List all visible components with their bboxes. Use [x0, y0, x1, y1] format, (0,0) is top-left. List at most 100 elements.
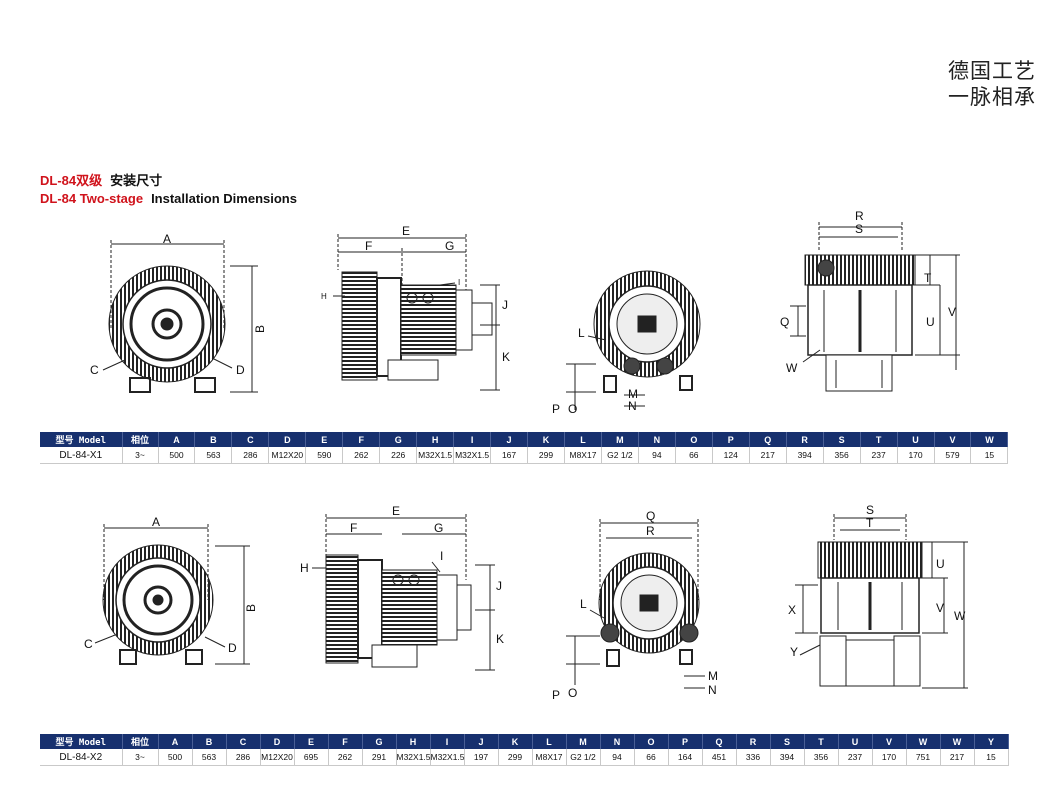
- label-t-1: T: [924, 271, 932, 285]
- header-w: W: [970, 432, 1009, 447]
- label-j-2: J: [496, 579, 502, 593]
- label-h-2: H: [300, 561, 309, 575]
- cell-value: 15: [970, 447, 1009, 464]
- header-k: K: [498, 734, 533, 749]
- header-w: W: [940, 734, 975, 749]
- label-e-2: E: [392, 504, 400, 518]
- header-s: S: [823, 432, 861, 447]
- cell-value: 226: [379, 447, 418, 464]
- label-b-2: B: [244, 604, 258, 612]
- cell-value: 590: [305, 447, 344, 464]
- front-view-1: [102, 240, 258, 393]
- header-b: B: [194, 432, 233, 447]
- cell-value: 94: [600, 749, 635, 766]
- header-u: U: [838, 734, 873, 749]
- cell-value: 237: [838, 749, 873, 766]
- cell-model: DL-84-X1: [40, 447, 123, 464]
- slogan: 德国工艺 一脉相承: [948, 58, 1036, 110]
- header-t: T: [860, 432, 898, 447]
- cell-value: 170: [897, 447, 935, 464]
- header-q: Q: [702, 734, 737, 749]
- header-d: D: [260, 734, 295, 749]
- header-c: C: [231, 432, 270, 447]
- header-相位: 相位: [122, 734, 159, 749]
- cell-value: 286: [226, 749, 261, 766]
- label-w-1: W: [786, 361, 798, 375]
- cell-value: 94: [638, 447, 676, 464]
- label-s-2: S: [866, 503, 874, 517]
- cell-value: 197: [464, 749, 499, 766]
- header-k: K: [527, 432, 565, 447]
- label-i-2: I: [440, 549, 443, 563]
- cell-value: 217: [749, 447, 787, 464]
- cell-value: M12X20: [268, 447, 307, 464]
- header-c: C: [226, 734, 261, 749]
- label-f-2: F: [350, 521, 357, 535]
- label-g-2: G: [434, 521, 443, 535]
- title-en-model: DL-84 Two-stage: [40, 191, 144, 206]
- cell-value: 3~: [122, 749, 159, 766]
- header-d: D: [268, 432, 307, 447]
- header-j: J: [490, 432, 529, 447]
- label-q-1: Q: [780, 315, 789, 329]
- header-w: W: [906, 734, 941, 749]
- cell-value: 66: [634, 749, 669, 766]
- label-a-1: A: [163, 232, 171, 246]
- header-t: T: [804, 734, 839, 749]
- cell-value: 3~: [122, 447, 159, 464]
- label-v-1: V: [948, 305, 956, 319]
- header-j: J: [464, 734, 499, 749]
- cell-value: M32X1.5: [416, 447, 455, 464]
- label-c-2: C: [84, 637, 93, 651]
- label-r-1: R: [855, 209, 864, 223]
- side-view-2: [312, 514, 495, 671]
- header-o: O: [675, 432, 713, 447]
- header-o: O: [634, 734, 669, 749]
- cell-value: 394: [786, 447, 824, 464]
- label-r-2: R: [646, 524, 655, 538]
- label-k-2: K: [496, 632, 504, 646]
- top-view-2: [795, 514, 968, 689]
- inlet-view-1: [566, 270, 701, 410]
- cell-value: 15: [974, 749, 1009, 766]
- label-s-1: S: [855, 222, 863, 236]
- label-w-2: W: [954, 609, 966, 623]
- header-q: Q: [749, 432, 787, 447]
- label-l-1: L: [578, 326, 585, 340]
- cell-value: 356: [804, 749, 839, 766]
- label-g-1: G: [445, 239, 454, 253]
- label-d-1: D: [236, 363, 245, 377]
- cell-value: 356: [823, 447, 861, 464]
- label-h-1: H: [321, 292, 327, 301]
- front-view-2: [94, 524, 250, 665]
- header-model: 型号 Model: [40, 734, 123, 749]
- header-v: V: [872, 734, 907, 749]
- header-n: N: [638, 432, 676, 447]
- cell-value: M32X1.5: [430, 749, 465, 766]
- slogan-line-2: 一脉相承: [948, 85, 1036, 109]
- label-i-1: I: [458, 278, 460, 287]
- header-model: 型号 Model: [40, 432, 123, 447]
- cell-value: 500: [158, 447, 196, 464]
- label-n-1: N: [628, 399, 637, 413]
- label-o-2: O: [568, 686, 577, 700]
- label-f-1: F: [365, 239, 372, 253]
- header-a: A: [158, 432, 196, 447]
- header-s: S: [770, 734, 805, 749]
- header-h: H: [416, 432, 455, 447]
- header-f: F: [342, 432, 381, 447]
- label-v-2: V: [936, 601, 944, 615]
- header-相位: 相位: [122, 432, 159, 447]
- cell-value: M32X1.5: [396, 749, 431, 766]
- side-view-1: [333, 234, 500, 391]
- header-e: E: [305, 432, 344, 447]
- label-a-2: A: [152, 515, 160, 529]
- label-e-1: E: [402, 224, 410, 238]
